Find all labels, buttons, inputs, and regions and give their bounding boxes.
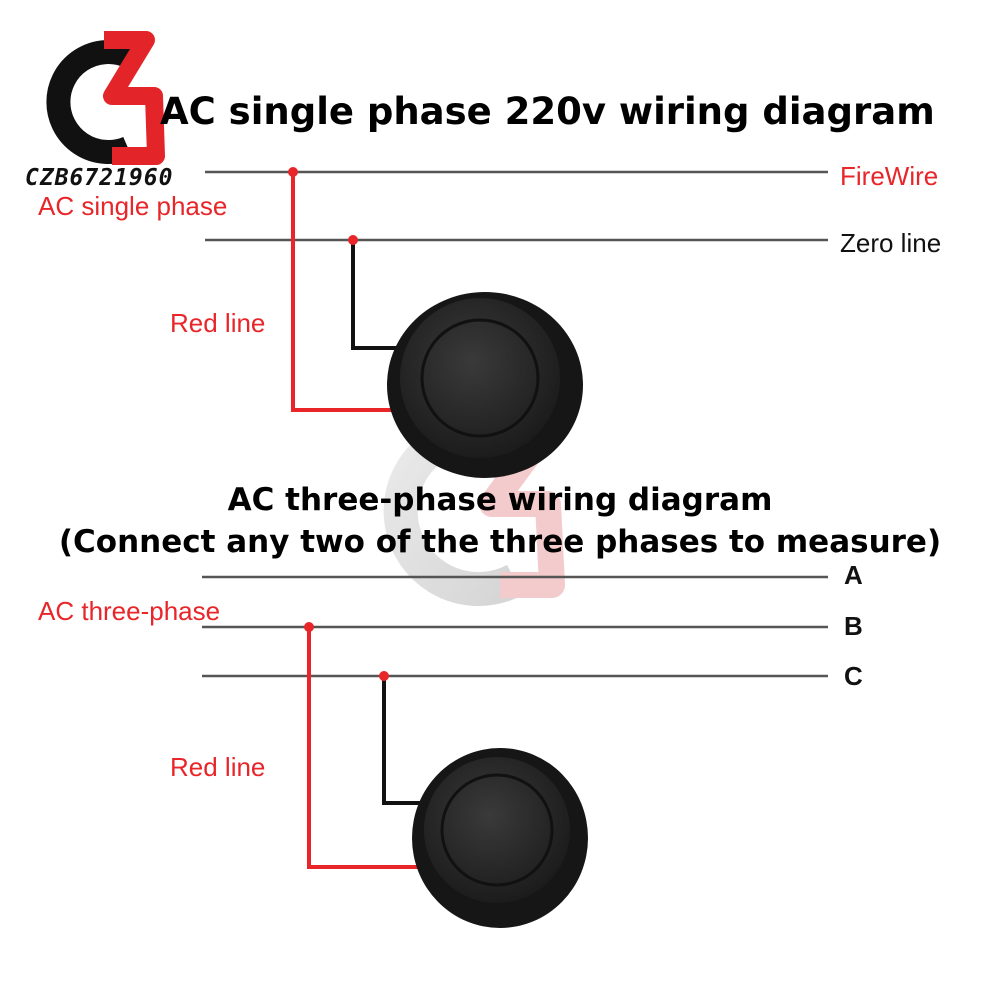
three-source-label: AC three-phase — [38, 596, 221, 626]
firewire-label: FireWire — [840, 161, 939, 191]
three-meter-device — [412, 748, 588, 928]
single-red-wire — [291, 172, 405, 412]
single-meter-device — [387, 292, 583, 478]
logo-text: CZB6721960 — [25, 165, 174, 191]
three-red-junction — [304, 622, 314, 632]
three-black-junction — [379, 671, 389, 681]
three-black-wire — [382, 676, 426, 805]
single-black-wire — [351, 240, 408, 350]
three-red-wire — [307, 627, 424, 869]
single-phase-title: AC single phase 220v wiring diagram — [160, 90, 935, 133]
single-red-junction — [288, 167, 298, 177]
three-phase-subtitle: (Connect any two of the three phases to … — [58, 524, 942, 560]
single-source-label: AC single phase — [38, 191, 228, 221]
phase-b-label: B — [844, 611, 863, 641]
zero-line-label: Zero line — [840, 228, 942, 258]
single-red-line-label: Red line — [170, 308, 266, 338]
three-red-line-label: Red line — [170, 752, 266, 782]
phase-c-label: C — [844, 661, 863, 691]
brand-logo — [46, 31, 165, 165]
phase-a-label: A — [844, 560, 863, 590]
single-black-junction — [348, 235, 358, 245]
three-phase-title: AC three-phase wiring diagram — [227, 482, 773, 518]
